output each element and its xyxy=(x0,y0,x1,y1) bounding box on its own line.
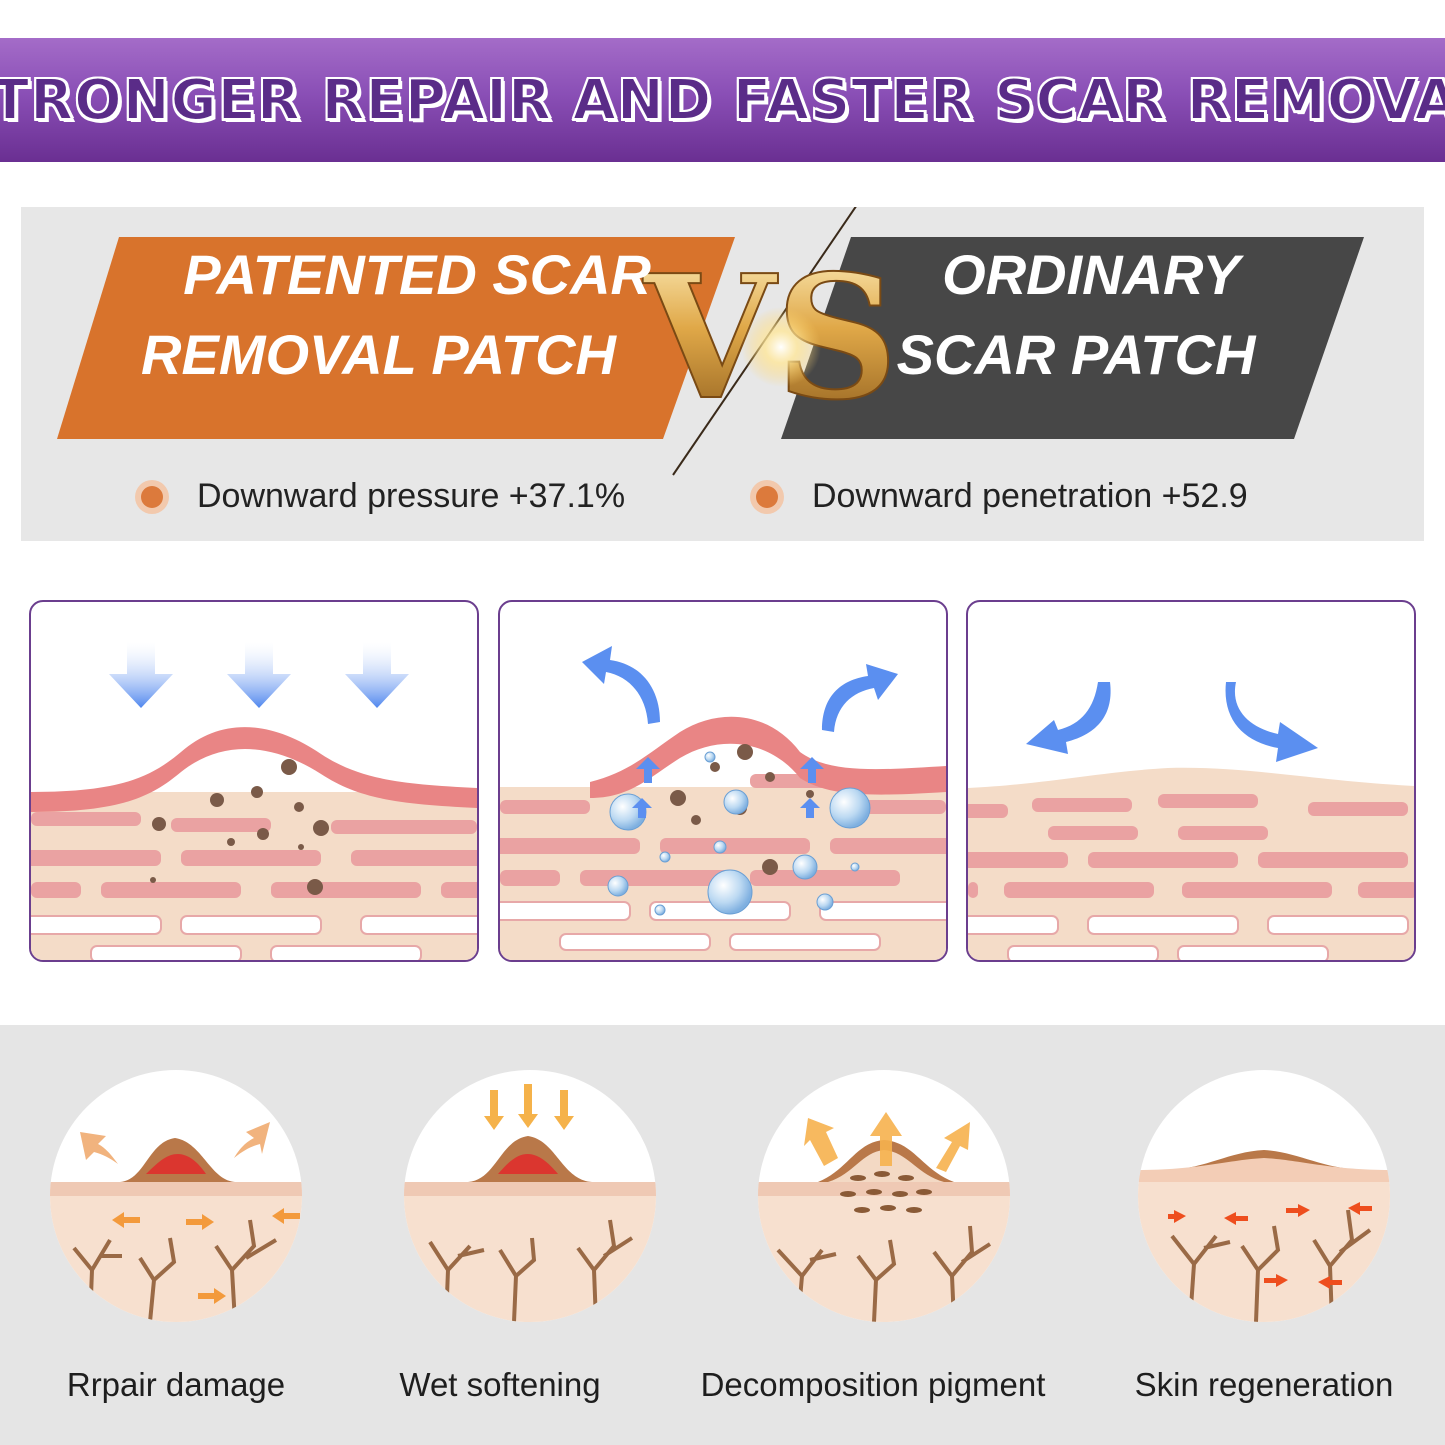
wet-softening-illustration xyxy=(404,1084,656,1322)
skin-pressure-illustration xyxy=(31,642,477,960)
ordinary-patch-tag: ORDINARY SCAR PATCH xyxy=(851,235,1301,395)
comparison-shapes: VS xyxy=(57,207,1364,476)
repair-damage-illustration xyxy=(50,1122,302,1322)
bullet-icon xyxy=(756,485,778,508)
patented-tag-shape xyxy=(57,237,735,439)
ordinary-line-1: ORDINARY xyxy=(942,243,1240,306)
step-pigment-label: Decomposition pigment xyxy=(700,1366,1046,1403)
patented-patch-tag: PATENTED SCAR REMOVAL PATCH xyxy=(101,235,661,395)
panel-pressure xyxy=(29,600,479,962)
ordinary-tag-shape xyxy=(781,237,1364,439)
patented-line-2: REMOVAL PATCH xyxy=(141,323,616,386)
patented-line-1: PATENTED SCAR xyxy=(183,243,651,306)
step-softening-label: Wet softening xyxy=(399,1366,601,1403)
step-softening-circle xyxy=(404,1070,656,1322)
step-pigment-circle xyxy=(758,1070,1010,1322)
step-repair-circle xyxy=(50,1070,302,1322)
step-repair-label: Rrpair damage xyxy=(66,1366,286,1403)
ordinary-line-2: SCAR PATCH xyxy=(896,323,1256,386)
stat-penetration-text: Downward penetration +52.9 xyxy=(812,477,1248,515)
comparison-section: VS PATENTED SCAR REMOVAL PATCH ORDINARY … xyxy=(21,207,1424,541)
step-regeneration-circle xyxy=(1138,1070,1390,1322)
header-banner: STRONGER REPAIR AND FASTER SCAR REMOVAL xyxy=(0,38,1445,162)
vs-sparkle xyxy=(741,307,821,387)
stat-pressure: Downward pressure +37.1% xyxy=(141,477,625,516)
skin-regeneration-illustration xyxy=(1138,1150,1390,1322)
page-title: STRONGER REPAIR AND FASTER SCAR REMOVAL xyxy=(0,67,1445,134)
stat-pressure-text: Downward pressure +37.1% xyxy=(197,477,626,515)
panel-penetration xyxy=(498,600,948,962)
skin-smooth-illustration xyxy=(968,682,1414,960)
decomposition-pigment-illustration xyxy=(758,1112,1010,1322)
skin-penetration-illustration xyxy=(500,646,946,960)
bullet-icon xyxy=(141,485,163,508)
stat-penetration: Downward penetration +52.9 xyxy=(756,477,1248,516)
step-regeneration-label: Skin regeneration xyxy=(1134,1366,1394,1403)
panel-result xyxy=(966,600,1416,962)
